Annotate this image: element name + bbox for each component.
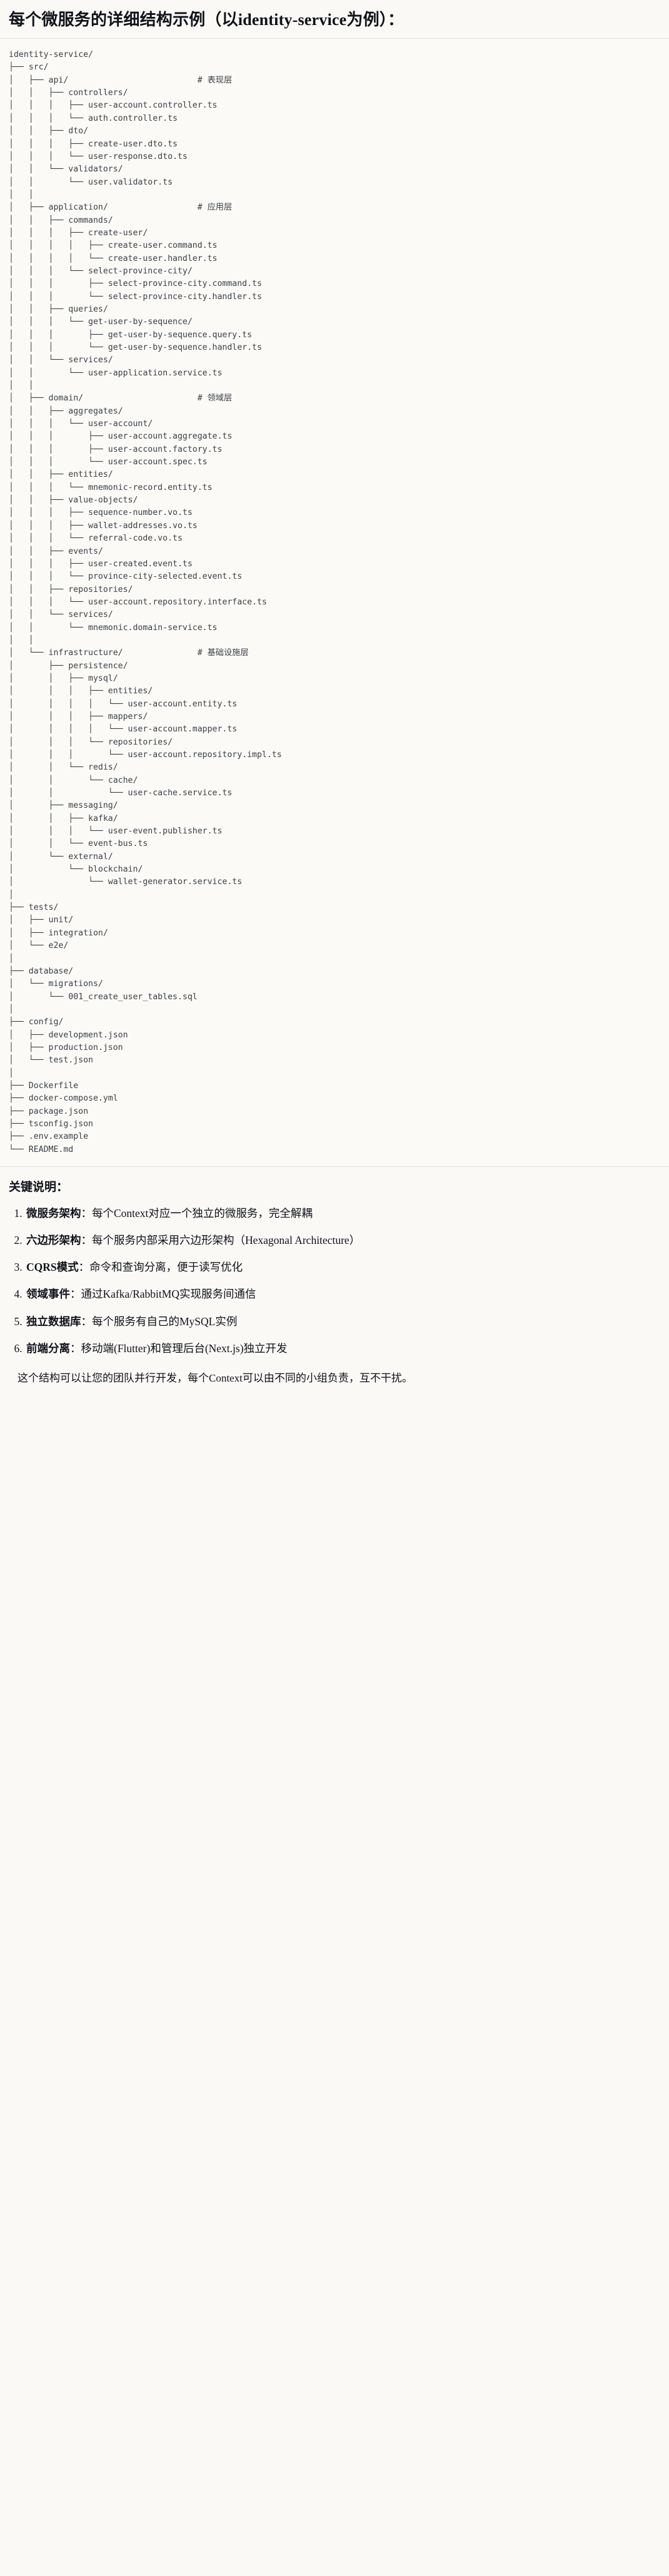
key-point-label: 独立数据库: [26, 1315, 81, 1328]
key-point-label: CQRS模式: [26, 1261, 79, 1274]
key-points-list: 微服务架构：每个Context对应一个独立的微服务，完全解耦 六边形架构：每个服…: [9, 1205, 660, 1357]
title-divider: [0, 38, 669, 39]
key-point-label: 六边形架构: [26, 1233, 81, 1246]
document-page: 每个微服务的详细结构示例（以identity-service为例）： ident…: [0, 0, 669, 1402]
key-point-text: 每个服务内部采用六边形架构（Hexagonal Architecture）: [92, 1233, 361, 1246]
list-item: 六边形架构：每个服务内部采用六边形架构（Hexagonal Architectu…: [25, 1232, 660, 1248]
list-item: 独立数据库：每个服务有自己的MySQL实例: [25, 1313, 660, 1330]
key-point-label: 领域事件: [26, 1288, 70, 1301]
key-point-text: 通过Kafka/RabbitMQ实现服务间通信: [81, 1288, 256, 1301]
closing-paragraph: 这个结构可以让您的团队并行开发，每个Context可以由不同的小组负责，互不干扰…: [18, 1372, 413, 1385]
list-item: 前端分离：移动端(Flutter)和管理后台(Next.js)独立开发: [25, 1340, 660, 1357]
page-title: 每个微服务的详细结构示例（以identity-service为例）：: [9, 11, 405, 29]
directory-tree: identity-service/ ├── src/ │ ├── api/ # …: [9, 50, 282, 1154]
key-points-section: 关键说明： 微服务架构：每个Context对应一个独立的微服务，完全解耦 六边形…: [0, 1167, 669, 1402]
key-point-separator: ：: [70, 1341, 81, 1355]
key-point-text: 每个Context对应一个独立的微服务，完全解耦: [92, 1206, 313, 1219]
code-block: identity-service/ ├── src/ │ ├── api/ # …: [0, 39, 669, 1166]
list-item: 领域事件：通过Kafka/RabbitMQ实现服务间通信: [25, 1286, 660, 1302]
key-point-text: 每个服务有自己的MySQL实例: [92, 1315, 238, 1328]
list-item: 微服务架构：每个Context对应一个独立的微服务，完全解耦: [25, 1205, 660, 1221]
key-point-text: 移动端(Flutter)和管理后台(Next.js)独立开发: [81, 1341, 288, 1355]
key-point-label: 微服务架构: [26, 1206, 81, 1219]
key-point-separator: ：: [81, 1233, 93, 1246]
key-point-text: 命令和查询分离，便于读写优化: [89, 1261, 243, 1274]
key-point-label: 前端分离: [26, 1341, 70, 1355]
key-points-title: 关键说明：: [9, 1181, 69, 1194]
code-divider: [0, 1166, 669, 1167]
key-point-separator: ：: [78, 1261, 90, 1274]
key-point-separator: ：: [81, 1315, 93, 1328]
key-point-separator: ：: [70, 1288, 81, 1301]
list-item: CQRS模式：命令和查询分离，便于读写优化: [25, 1259, 660, 1275]
key-point-separator: ：: [81, 1206, 93, 1219]
